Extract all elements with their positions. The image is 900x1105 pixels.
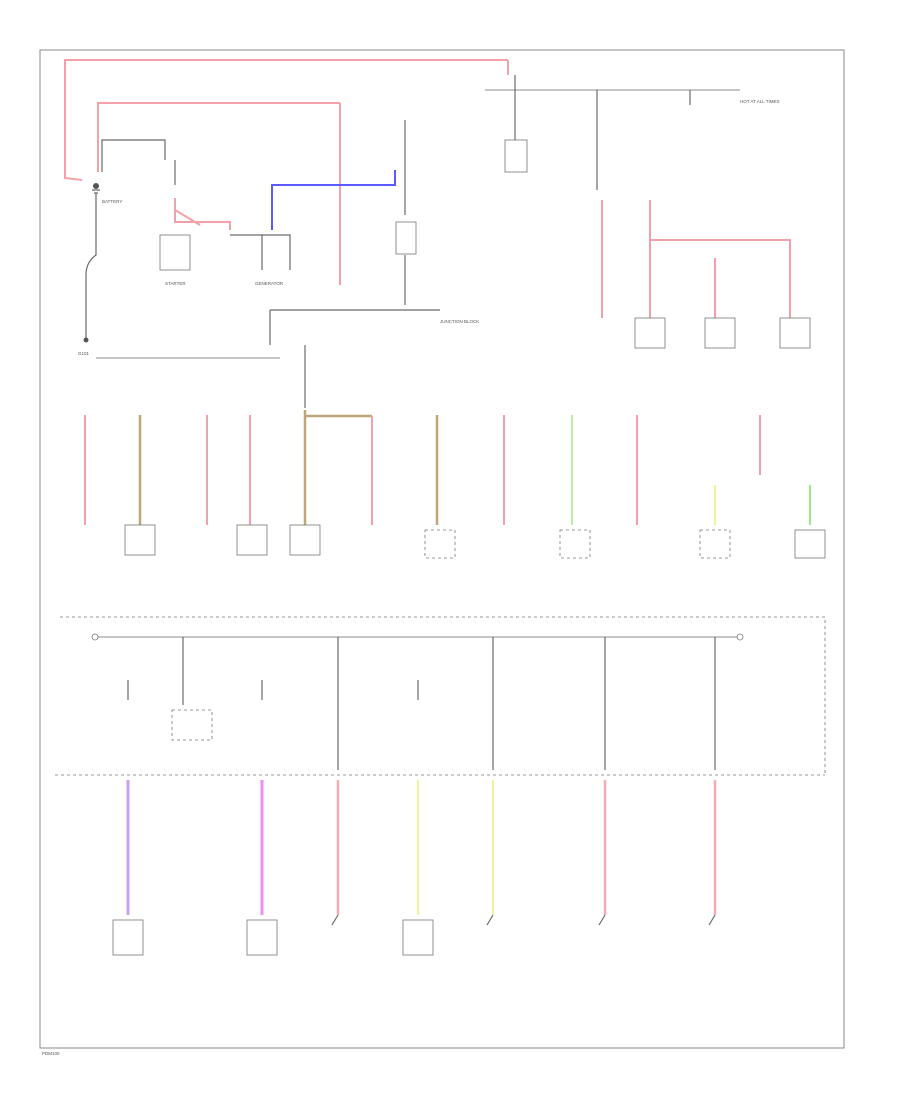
- ground-label: G101: [78, 351, 90, 356]
- distribution-row: [84, 345, 826, 559]
- hot-label: HOT AT ALL TIMES: [740, 99, 780, 104]
- diagram-border: [39, 49, 845, 1049]
- starter-motor: [159, 234, 191, 271]
- battery-label: BATTERY: [102, 199, 122, 204]
- battery-section: BATTERY G101 STARTER GENERATOR JUNCTION …: [64, 59, 509, 359]
- load-1: [112, 919, 144, 956]
- component-12: [794, 529, 826, 559]
- load-4: [402, 919, 434, 956]
- module-a: [634, 317, 666, 349]
- bottom-loads: [112, 780, 717, 956]
- junction-label: JUNCTION BLOCK: [440, 319, 479, 324]
- module-b: [704, 317, 736, 349]
- starter-label: STARTER: [165, 281, 186, 286]
- relay-box: [395, 221, 417, 255]
- generator-label: GENERATOR: [255, 281, 284, 286]
- component-5: [289, 524, 321, 556]
- component-11: [699, 529, 731, 559]
- load-2: [246, 919, 278, 956]
- footer-id: PDM100: [42, 1051, 60, 1056]
- component-9: [559, 529, 591, 559]
- fuse-panel: [91, 633, 744, 770]
- component-2: [124, 524, 156, 556]
- module-c: [779, 317, 811, 349]
- switch-box: [171, 709, 213, 741]
- ground-icon: [83, 337, 89, 343]
- component-7: [424, 529, 456, 559]
- component-4: [236, 524, 268, 556]
- fuse-component: [504, 139, 528, 173]
- fuse-box-section: HOT AT ALL TIMES: [485, 75, 811, 349]
